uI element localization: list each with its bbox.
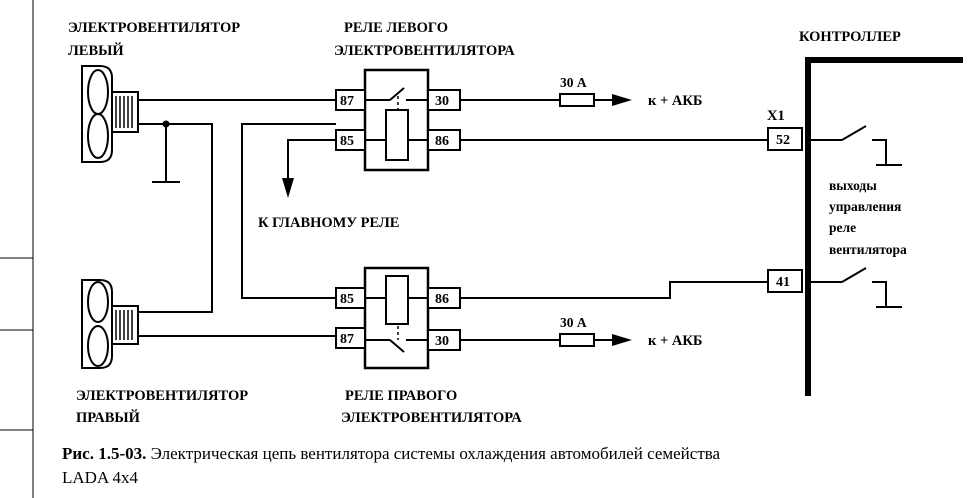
fuse-left-rating: 30 А bbox=[560, 75, 587, 90]
wires bbox=[138, 99, 768, 341]
relay-right-pin-85: 85 bbox=[340, 292, 354, 307]
outputs-label-1: выходы bbox=[829, 178, 877, 193]
fuse-left-target: к + АКБ bbox=[648, 93, 702, 109]
relay-left-pin-85: 85 bbox=[340, 134, 354, 149]
fan-right-label-2: ПРАВЫЙ bbox=[76, 409, 141, 426]
controller-label: КОНТРОЛЛЕР bbox=[799, 29, 901, 45]
relay-right-pin-86: 86 bbox=[435, 292, 449, 307]
fan-left bbox=[81, 65, 139, 163]
relay-right bbox=[335, 266, 461, 370]
relay-right-label-2: ЭЛЕКТРОВЕНТИЛЯТОРА bbox=[341, 410, 522, 426]
relay-left-label-1: РЕЛЕ ЛЕВОГО bbox=[344, 20, 448, 36]
relay-right-label-1: РЕЛЕ ПРАВОГО bbox=[345, 388, 457, 404]
caption-text: Электрическая цепь вентилятора системы о… bbox=[150, 444, 721, 463]
outputs-label-3: реле bbox=[829, 220, 856, 235]
fan-right-label-1: ЭЛЕКТРОВЕНТИЛЯТОР bbox=[76, 388, 248, 404]
fan-right bbox=[81, 279, 139, 369]
outputs-label-4: вентилятора bbox=[829, 242, 907, 257]
relay-right-pin-30: 30 bbox=[435, 334, 449, 349]
junction-dot bbox=[162, 120, 170, 128]
main-relay-arrow bbox=[282, 178, 294, 198]
relay-right-pin-87: 87 bbox=[340, 332, 354, 347]
main-relay-label: К ГЛАВНОМУ РЕЛЕ bbox=[258, 215, 399, 231]
relay-left-pin-86: 86 bbox=[435, 134, 449, 149]
caption-text-line-2: LADA 4x4 bbox=[62, 468, 139, 487]
relay-left-pin-30: 30 bbox=[435, 94, 449, 109]
fan-right-winding bbox=[115, 310, 133, 340]
relay-left-label-2: ЭЛЕКТРОВЕНТИЛЯТОРА bbox=[334, 43, 515, 59]
outputs-label-2: управления bbox=[829, 199, 901, 214]
fan-left-winding bbox=[115, 96, 133, 128]
fuse-right-target: к + АКБ bbox=[648, 333, 702, 349]
connector-label: X1 bbox=[767, 108, 785, 124]
figure-caption: Рис. 1.5-03. Электрическая цепь вентилят… bbox=[62, 442, 973, 490]
page-frame bbox=[0, 0, 34, 498]
controller-pin-41: 41 bbox=[776, 275, 790, 290]
controller-pin-52: 52 bbox=[776, 133, 790, 148]
fuse-right bbox=[559, 333, 632, 347]
caption-number: Рис. 1.5-03. bbox=[62, 444, 147, 463]
relay-left bbox=[335, 68, 461, 172]
fan-left-label-2: ЛЕВЫЙ bbox=[68, 42, 124, 59]
controller bbox=[767, 57, 963, 396]
fan-left-label-1: ЭЛЕКТРОВЕНТИЛЯТОР bbox=[68, 20, 240, 36]
fuse-right-rating: 30 А bbox=[560, 315, 587, 330]
fuse-left bbox=[559, 93, 632, 107]
relay-left-pin-87: 87 bbox=[340, 94, 354, 109]
